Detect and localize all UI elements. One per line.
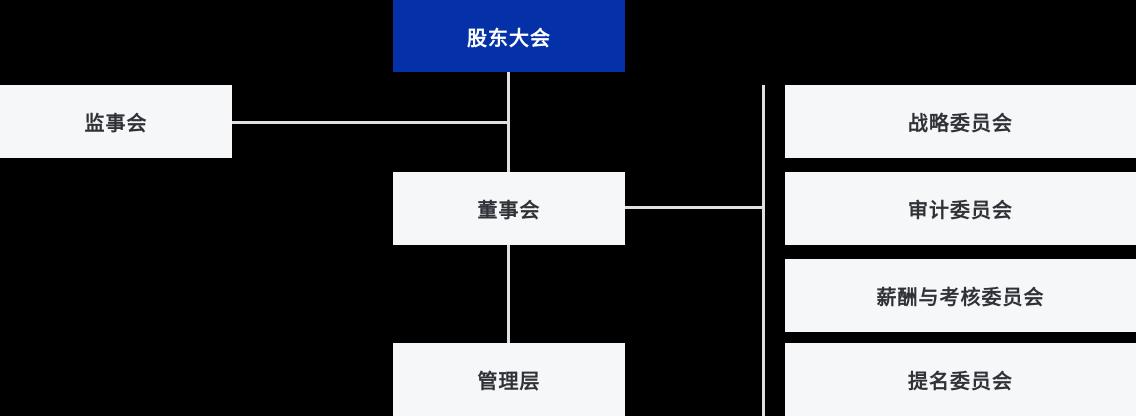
org-node-label: 薪酬与考核委员会	[876, 287, 1045, 309]
org-node-label: 提名委员会	[908, 371, 1013, 393]
org-node-audit-committee: 审计委员会	[785, 172, 1136, 245]
org-node-label: 监事会	[84, 113, 148, 135]
org-node-strategy-committee: 战略委员会	[785, 85, 1136, 158]
connector-committees-vertical	[762, 85, 765, 416]
org-node-label: 战略委员会	[908, 113, 1013, 135]
org-node-label: 股东大会	[467, 27, 551, 50]
org-node-shareholders-meeting: 股东大会	[393, 0, 625, 72]
org-node-nomination-committee: 提名委员会	[785, 343, 1136, 416]
org-node-label: 董事会	[477, 200, 541, 222]
org-node-supervisory-board: 监事会	[0, 85, 232, 158]
org-node-remuneration-assessment-committee: 薪酬与考核委员会	[785, 259, 1136, 332]
org-node-label: 管理层	[477, 371, 541, 393]
org-node-board-of-directors: 董事会	[393, 172, 625, 245]
connector-supervisory-horizontal	[232, 121, 510, 124]
org-node-management: 管理层	[393, 343, 625, 416]
org-node-label: 审计委员会	[908, 200, 1013, 222]
connector-board-committees-horizontal	[625, 206, 764, 209]
